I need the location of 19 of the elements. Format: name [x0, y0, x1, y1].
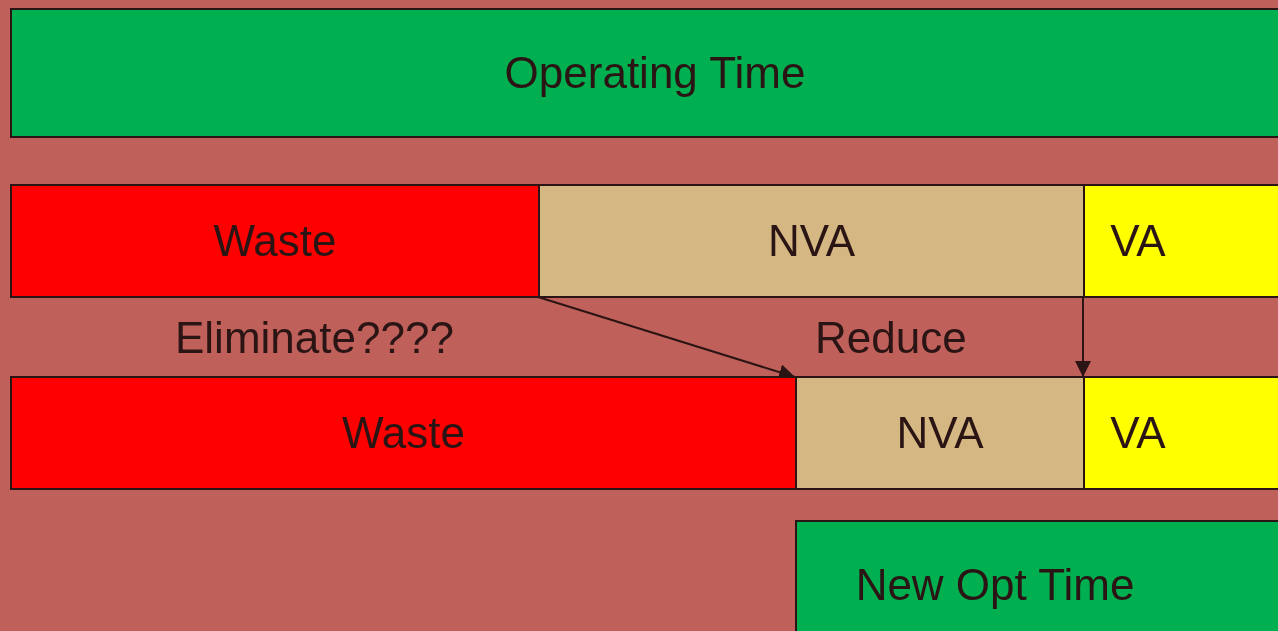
- bar-label: VA: [1110, 216, 1166, 266]
- bar-label: Waste: [213, 216, 337, 266]
- bar-label: Waste: [341, 408, 466, 458]
- arrow: [1075, 296, 1091, 378]
- waste-bar: [10, 184, 540, 298]
- annotation-text: Reduce: [815, 313, 967, 363]
- annotation-text: Eliminate????: [175, 313, 454, 363]
- va-bar: [1083, 184, 1278, 298]
- bar-label: New Opt Time: [855, 560, 1135, 610]
- waste-bar: [10, 376, 797, 490]
- bar-label: Operating Time: [504, 48, 806, 98]
- nva-bar: [538, 184, 1085, 298]
- bar-label: NVA: [767, 216, 856, 266]
- bar-label: VA: [1110, 408, 1166, 458]
- va-bar: [1083, 376, 1278, 490]
- bar-label: NVA: [896, 408, 984, 458]
- nva-bar: [795, 376, 1085, 490]
- time-bar: [10, 8, 1278, 138]
- time-bar: [795, 520, 1278, 631]
